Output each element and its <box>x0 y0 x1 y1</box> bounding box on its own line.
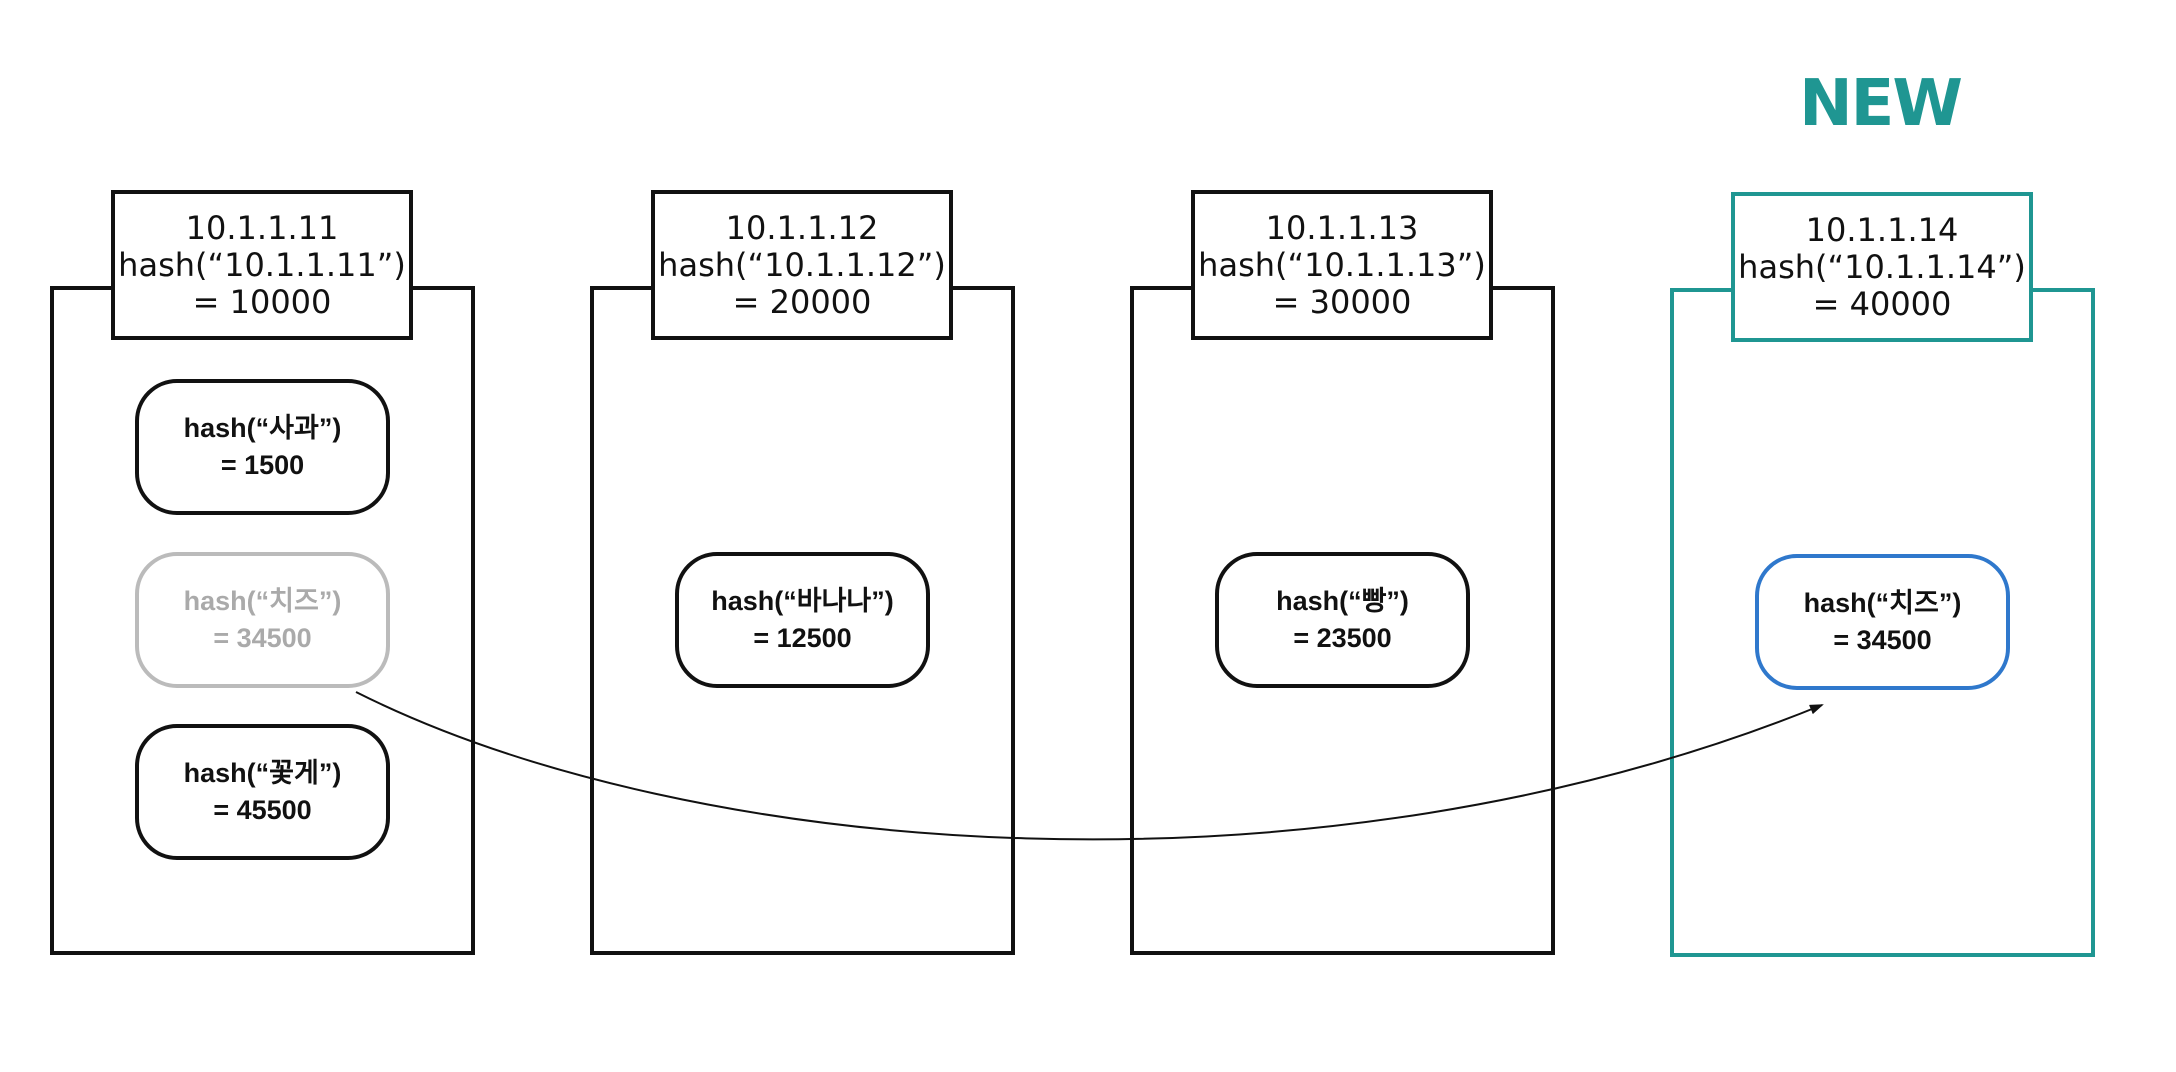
server-ip: 10.1.1.12 <box>725 208 879 247</box>
key-hash-value: = 1500 <box>220 450 305 480</box>
key-hash-expr: hash(“바나나”) <box>711 586 894 616</box>
key-hash-expr: hash(“사과”) <box>183 413 342 443</box>
key-node-cheese-old: hash(“치즈”) = 34500 <box>135 552 390 688</box>
server-hash-expr: hash(“10.1.1.14”) <box>1738 247 2026 286</box>
migration-arrow-path <box>355 691 1824 841</box>
key-hash-expr: hash(“빵”) <box>1276 586 1409 616</box>
key-hash-expr: hash(“꽃게”) <box>183 758 342 788</box>
key-node-crab: hash(“꽃게”) = 45500 <box>135 724 390 860</box>
server-header-2: 10.1.1.12 hash(“10.1.1.12”) = 20000 <box>651 190 953 340</box>
server-header-3: 10.1.1.13 hash(“10.1.1.13”) = 30000 <box>1191 190 1493 340</box>
key-hash-value: = 12500 <box>753 623 852 653</box>
server-hash-value: = 30000 <box>1272 282 1412 321</box>
server-header-1: 10.1.1.11 hash(“10.1.1.11”) = 10000 <box>111 190 413 340</box>
server-ip: 10.1.1.11 <box>185 208 339 247</box>
key-node-bread: hash(“빵”) = 23500 <box>1215 552 1470 688</box>
server-hash-expr: hash(“10.1.1.11”) <box>118 245 406 284</box>
server-hash-expr: hash(“10.1.1.12”) <box>658 245 946 284</box>
server-hash-value: = 40000 <box>1812 284 1952 323</box>
server-hash-value: = 20000 <box>732 282 872 321</box>
key-hash-value: = 34500 <box>1833 625 1932 655</box>
server-ip: 10.1.1.14 <box>1805 210 1959 249</box>
key-node-banana: hash(“바나나”) = 12500 <box>675 552 930 688</box>
new-server-label: NEW <box>1799 67 1963 141</box>
key-hash-value: = 23500 <box>1293 623 1392 653</box>
key-hash-value: = 34500 <box>213 623 312 653</box>
server-hash-expr: hash(“10.1.1.13”) <box>1198 245 1486 284</box>
key-hash-expr: hash(“치즈”) <box>1803 588 1962 618</box>
server-ip: 10.1.1.13 <box>1265 208 1419 247</box>
server-header-4-new: 10.1.1.14 hash(“10.1.1.14”) = 40000 <box>1731 192 2033 342</box>
key-node-apple: hash(“사과”) = 1500 <box>135 379 390 515</box>
key-node-cheese-new: hash(“치즈”) = 34500 <box>1755 554 2010 690</box>
key-hash-expr: hash(“치즈”) <box>183 586 342 616</box>
server-hash-value: = 10000 <box>192 282 332 321</box>
key-hash-value: = 45500 <box>213 795 312 825</box>
